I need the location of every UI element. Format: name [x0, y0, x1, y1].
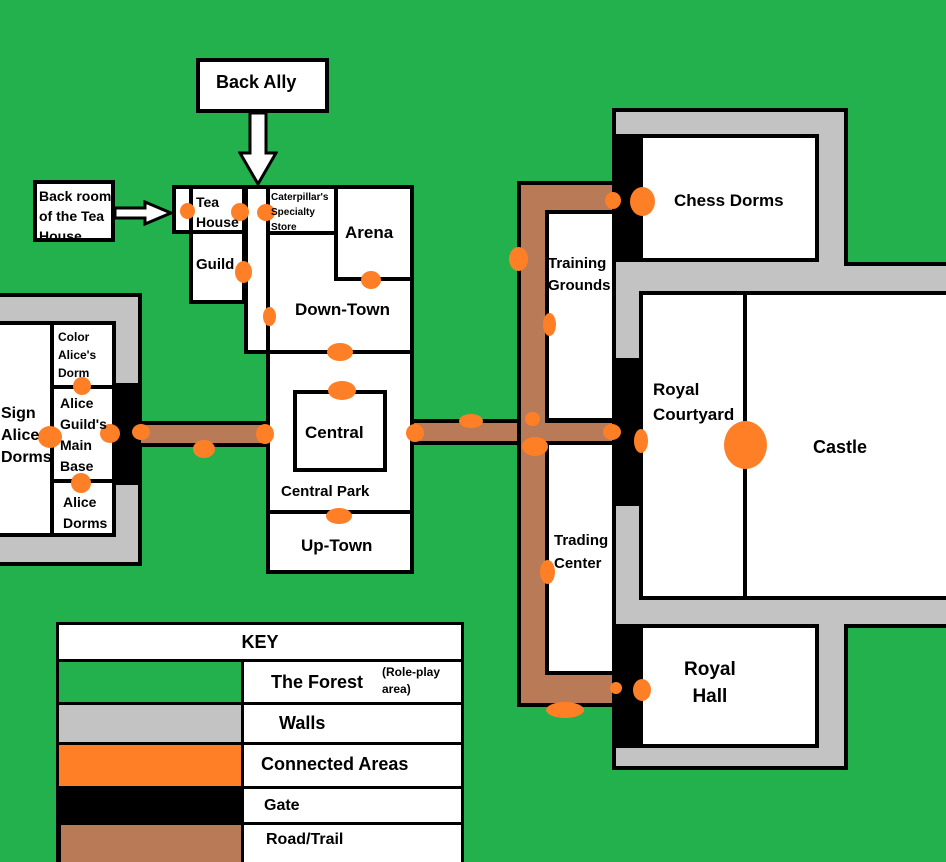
key-label-forest: The Forest	[271, 672, 364, 692]
tea-house-label: Tea House	[196, 194, 239, 230]
trail-cross	[521, 423, 617, 441]
connection-marker[interactable]	[100, 424, 120, 443]
key-swatch-road	[61, 825, 241, 862]
central-room[interactable]	[293, 390, 387, 472]
central-label: Central	[305, 423, 364, 442]
connection-marker[interactable]	[235, 261, 252, 283]
connection-marker[interactable]	[525, 412, 540, 426]
chess-dorms-room[interactable]	[639, 134, 819, 262]
connection-marker[interactable]	[327, 343, 353, 361]
central-park-label: Central Park	[281, 483, 370, 500]
back-room-tea-house-room[interactable]	[33, 180, 115, 242]
connection-marker[interactable]	[257, 204, 275, 221]
connection-marker[interactable]	[263, 307, 276, 326]
royal-hall-label: Royal Hall	[684, 659, 736, 707]
back-room-label: Back room of the Tea House	[39, 188, 112, 238]
connection-marker[interactable]	[540, 560, 555, 584]
arena-label: Arena	[345, 223, 394, 242]
connection-marker[interactable]	[193, 440, 215, 458]
connection-marker[interactable]	[633, 679, 651, 701]
connection-marker[interactable]	[256, 424, 274, 444]
key-label-forest-cell: The Forest (Role-play area)	[244, 662, 461, 702]
connection-marker[interactable]	[328, 381, 356, 400]
connection-marker[interactable]	[634, 429, 648, 453]
key-swatch-gate	[59, 789, 241, 822]
key-label-walls-cell: Walls	[244, 705, 461, 742]
connection-marker[interactable]	[546, 702, 584, 718]
key-label-connected: Connected Areas	[261, 754, 409, 774]
key-label-gate: Gate	[264, 797, 300, 814]
training-grounds-label: Training Grounds	[548, 255, 611, 294]
arena-border-left	[334, 231, 338, 281]
arrow-right-icon	[113, 200, 175, 226]
alice-dorms-label: Alice Dorms	[63, 494, 108, 531]
trading-center-room[interactable]	[545, 441, 617, 675]
chess-dorms-label: Chess Dorms	[674, 191, 784, 210]
west-road[interactable]	[141, 425, 267, 443]
back-ally-label: Back Ally	[216, 72, 297, 92]
connection-marker[interactable]	[71, 473, 91, 493]
caterpillar-store-label: Caterpillar's Specialty Store	[271, 192, 329, 232]
arena-inner-fill	[338, 189, 410, 277]
key-label-connected-cell: Connected Areas	[244, 745, 461, 786]
trading-center-label: Trading Center	[554, 532, 609, 572]
connection-marker[interactable]	[132, 424, 150, 440]
sign-alice-dorms-label: Sign Alice Dorms	[1, 405, 52, 466]
connection-marker[interactable]	[38, 426, 62, 448]
key-swatch-connected	[59, 745, 241, 786]
training-grounds-room[interactable]	[545, 210, 617, 422]
connection-marker[interactable]	[543, 313, 556, 336]
arrow-down-icon	[238, 111, 278, 187]
key-title: KEY	[241, 632, 279, 652]
connection-marker[interactable]	[724, 421, 767, 469]
key-label-road-cell: Road/Trail	[244, 825, 461, 862]
connection-marker[interactable]	[459, 414, 483, 428]
key-swatch-walls	[59, 705, 241, 742]
castle-label: Castle	[813, 437, 868, 457]
royal-courtyard-label: Royal Courtyard	[653, 380, 735, 424]
connection-marker[interactable]	[603, 424, 621, 440]
connection-marker[interactable]	[605, 192, 621, 209]
connection-marker[interactable]	[231, 203, 249, 221]
connection-marker[interactable]	[180, 203, 195, 219]
connection-marker[interactable]	[73, 377, 91, 395]
guild-label: Guild	[196, 256, 235, 273]
down-town-label: Down-Town	[295, 300, 391, 319]
connection-marker[interactable]	[630, 187, 655, 216]
map-key: KEY The Forest (Role-play area) Walls Co…	[56, 622, 464, 862]
connection-marker[interactable]	[610, 682, 622, 694]
key-label-walls: Walls	[279, 713, 326, 733]
key-label-road: Road/Trail	[266, 831, 344, 848]
trail-cross-line-top	[545, 419, 617, 423]
connection-marker[interactable]	[522, 437, 548, 456]
back-ally-room[interactable]	[196, 58, 329, 113]
connection-marker[interactable]	[406, 424, 424, 442]
connection-marker[interactable]	[326, 508, 352, 524]
alice-guild-main-base-label: Alice Guild's Main Base	[60, 395, 107, 474]
key-label-gate-cell: Gate	[244, 789, 461, 822]
up-town-label: Up-Town	[301, 536, 373, 555]
key-title-cell: KEY	[59, 625, 461, 659]
key-note-forest: (Role-play area)	[382, 665, 441, 696]
color-alice-dorm-label: Color Alice's Dorm	[58, 330, 97, 380]
connection-marker[interactable]	[509, 247, 528, 271]
up-town-room[interactable]	[266, 510, 414, 574]
key-swatch-forest	[59, 662, 241, 702]
connection-marker[interactable]	[361, 271, 381, 289]
